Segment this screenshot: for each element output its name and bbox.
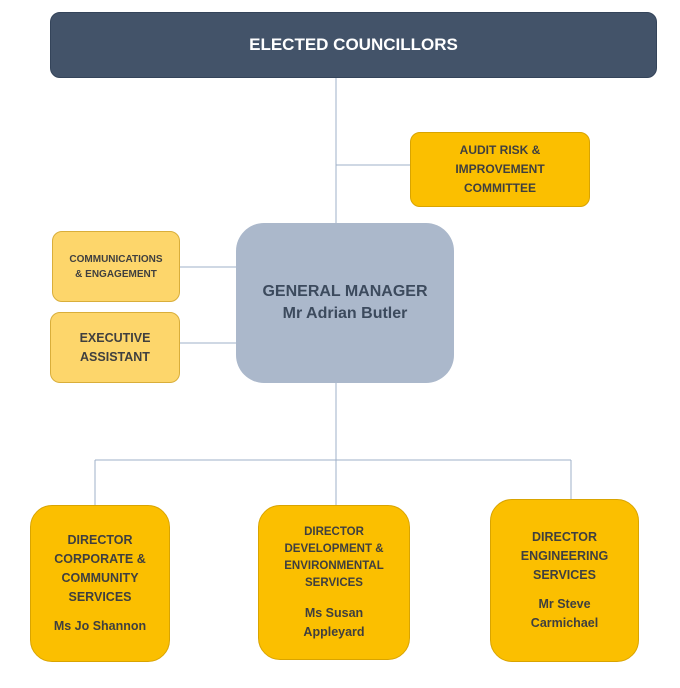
director-title-line: CORPORATE & bbox=[54, 552, 146, 566]
director-title-line: SERVICES bbox=[68, 590, 132, 604]
audit-risk-committee-box: AUDIT RISK & IMPROVEMENT COMMITTEE bbox=[410, 132, 590, 207]
director-name: Ms Susan bbox=[304, 605, 364, 620]
director-title-line: DIRECTOR bbox=[67, 533, 133, 547]
director-title-line: SERVICES bbox=[532, 568, 596, 582]
executive-line: EXECUTIVE bbox=[79, 330, 151, 345]
director-title-line: DIRECTOR bbox=[531, 530, 598, 544]
director-corporate-community-box: DIRECTOR CORPORATE & COMMUNITY SERVICES … bbox=[30, 505, 170, 662]
general-manager-box: GENERAL MANAGER Mr Adrian Butler bbox=[236, 223, 454, 383]
audit-line: IMPROVEMENT bbox=[455, 162, 545, 176]
audit-line: AUDIT RISK & bbox=[459, 143, 541, 157]
director-name: Ms Jo Shannon bbox=[53, 619, 147, 633]
executive-line: ASSISTANT bbox=[80, 349, 150, 364]
communications-line: & ENGAGEMENT bbox=[75, 268, 157, 280]
general-manager-title: GENERAL MANAGER bbox=[262, 283, 428, 300]
communications-line: COMMUNICATIONS bbox=[69, 253, 163, 265]
elected-councillors-box: ELECTED COUNCILLORS bbox=[50, 12, 657, 78]
director-name: Appleyard bbox=[303, 624, 365, 639]
director-name: Mr Steve bbox=[538, 597, 591, 611]
director-name: Carmichael bbox=[530, 616, 599, 630]
director-engineering-box: DIRECTOR ENGINEERING SERVICES Mr Steve C… bbox=[490, 499, 639, 662]
director-title-line: ENVIRONMENTAL bbox=[284, 559, 384, 572]
director-title-line: DEVELOPMENT & bbox=[284, 542, 384, 555]
elected-councillors-label: ELECTED COUNCILLORS bbox=[249, 35, 458, 54]
director-title-line: SERVICES bbox=[305, 576, 363, 589]
director-title-line: COMMUNITY bbox=[61, 571, 139, 585]
executive-assistant-box: EXECUTIVE ASSISTANT bbox=[50, 312, 180, 383]
director-development-environmental-box: DIRECTOR DEVELOPMENT & ENVIRONMENTAL SER… bbox=[258, 505, 410, 660]
general-manager-name: Mr Adrian Butler bbox=[282, 305, 408, 322]
audit-line: COMMITTEE bbox=[464, 181, 536, 195]
communications-engagement-box: COMMUNICATIONS & ENGAGEMENT bbox=[52, 231, 180, 302]
director-title-line: ENGINEERING bbox=[520, 549, 609, 563]
director-title-line: DIRECTOR bbox=[304, 525, 364, 538]
